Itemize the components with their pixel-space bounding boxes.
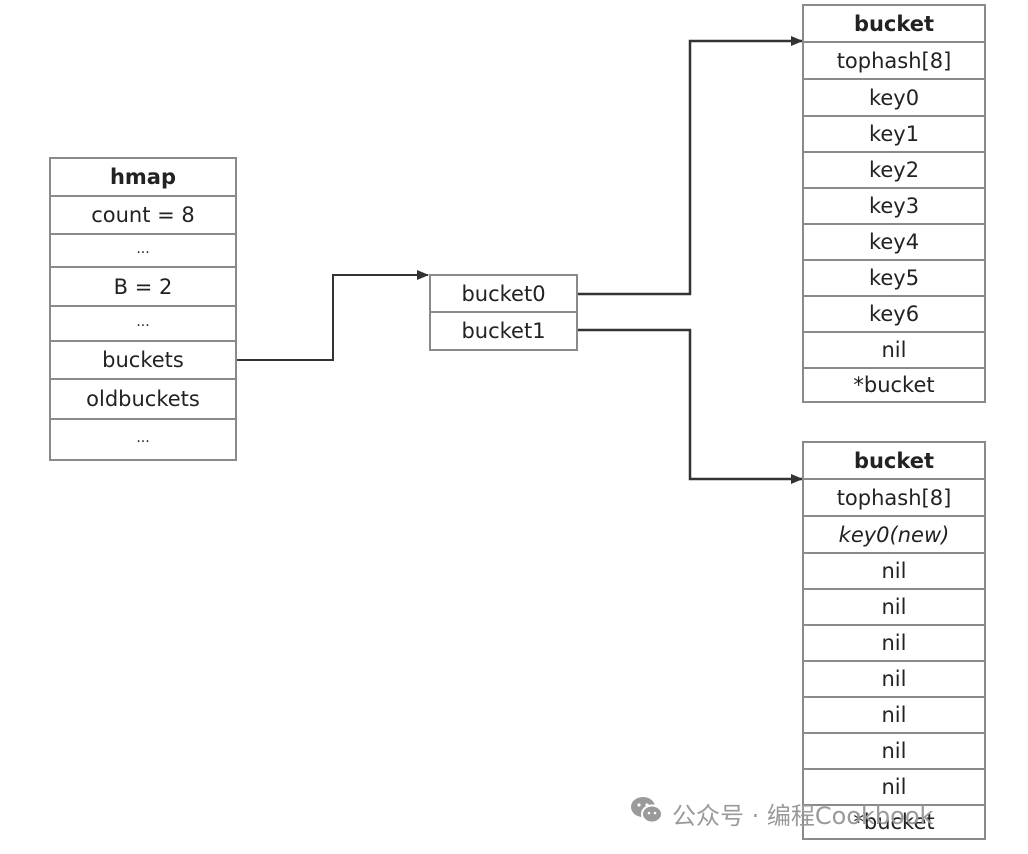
bucket-row-overflow: *bucket [802,367,986,403]
bucket-row-key: key6 [802,295,986,333]
bucket-row-tophash: tophash[8] [802,478,986,517]
bucket-row-nil: nil [802,732,986,770]
arrow-buckets-to-array [236,270,429,361]
bucket-row-key: key4 [802,223,986,261]
bucket-array-slot-0: bucket0 [429,274,578,313]
watermark-text: 公众号 · 编程Cookbook [672,801,934,830]
arrow-bucket0-to-bucket [577,36,803,296]
bucket-title: bucket [802,441,986,480]
hmap-row-ellipsis: ... [49,305,237,342]
bucket-row-key: key1 [802,115,986,153]
bucket-array-slot-1: bucket1 [429,311,578,351]
bucket-row-key: key2 [802,151,986,189]
bucket-row-tophash: tophash[8] [802,41,986,80]
bucket-row-key: key3 [802,187,986,225]
bucket-row-nil: nil [802,588,986,626]
arrow-bucket1-to-bucket [577,328,803,484]
bucket-row-nil: nil [802,696,986,734]
hmap-row-oldbuckets: oldbuckets [49,378,237,420]
hmap-row-count: count = 8 [49,195,237,235]
bucket-row-nil: nil [802,768,986,806]
bucket-row-nil: nil [802,660,986,698]
hmap-row-ellipsis: ... [49,418,237,461]
bucket-row-key-new: key0(new) [802,515,986,554]
bucket-row-overflow: *bucket [802,804,986,840]
hmap-title: hmap [49,157,237,197]
bucket-title: bucket [802,4,986,43]
bucket-row-nil: nil [802,552,986,590]
hmap-row-b: B = 2 [49,266,237,307]
hmap-row-buckets: buckets [49,340,237,380]
bucket-row-key: key5 [802,259,986,297]
bucket-row-nil: nil [802,624,986,662]
bucket-row-nil: nil [802,331,986,369]
wechat-icon [630,795,664,831]
bucket-row-key: key0 [802,78,986,117]
hmap-row-ellipsis: ... [49,233,237,268]
watermark: 公众号 · 编程Cookbook [630,795,933,831]
